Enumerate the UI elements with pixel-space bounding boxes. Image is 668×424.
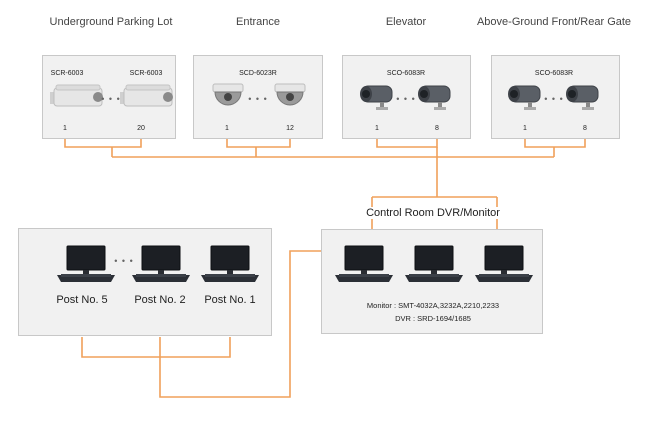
post-label: Post No. 1 — [204, 294, 256, 306]
ellipsis: • • • — [544, 94, 564, 104]
camera-number-first: 1 — [375, 125, 379, 132]
header-entrance: Entrance — [235, 16, 281, 28]
wire-bracket-entrance — [226, 139, 291, 148]
box-camera-icon — [120, 84, 173, 107]
bullet-camera-icon — [566, 85, 599, 110]
monitor-dvr-icon — [405, 245, 463, 282]
camera-number-first: 1 — [225, 125, 229, 132]
monitor-dvr-icon — [57, 245, 115, 282]
camera-number-last: 20 — [137, 125, 145, 132]
monitor-dvr-icon — [335, 245, 393, 282]
camera-number-last: 8 — [583, 125, 587, 132]
header-parking: Underground Parking Lot — [49, 16, 173, 28]
wire-bracket-elevator — [376, 139, 438, 148]
dvr-spec: DVR : SRD-1694/1685 — [395, 314, 471, 323]
model-label: SCD-6023R — [239, 70, 277, 77]
ellipsis: • • • — [396, 94, 416, 104]
bullet-camera-icon — [508, 85, 541, 110]
bullet-camera-icon — [360, 85, 393, 110]
ellipsis: • • • — [101, 94, 121, 104]
dome-camera-icon — [212, 83, 244, 106]
ellipsis: • • • — [248, 94, 268, 104]
monitor-spec: Monitor : SMT-4032A,3232A,2210,2233 — [366, 301, 500, 310]
wire-bracket-posts — [81, 337, 231, 358]
post-label: Post No. 5 — [56, 294, 108, 306]
camera-number-first: 1 — [63, 125, 67, 132]
model-label: SCO-6083R — [386, 70, 426, 77]
wire-bracket-gate — [524, 139, 586, 148]
bullet-camera-icon — [418, 85, 451, 110]
monitor-dvr-icon — [132, 245, 190, 282]
camera-number-last: 8 — [435, 125, 439, 132]
monitor-dvr-icon — [475, 245, 533, 282]
post-label: Post No. 2 — [134, 294, 186, 306]
ellipsis: • • • — [114, 256, 134, 266]
control-room-title: Control Room DVR/Monitor — [363, 207, 503, 219]
wire-bracket-parking — [64, 139, 142, 148]
camera-number-first: 1 — [523, 125, 527, 132]
wire-posts-link — [159, 250, 321, 398]
model-label: SCO-6083R — [534, 70, 574, 77]
header-gate: Above-Ground Front/Rear Gate — [476, 16, 632, 28]
model-label: SCR-6003 — [50, 70, 84, 77]
camera-number-last: 12 — [286, 125, 294, 132]
box-camera-icon — [50, 84, 103, 107]
dome-camera-icon — [274, 83, 306, 106]
model-label: SCR-6003 — [129, 70, 163, 77]
monitor-dvr-icon — [201, 245, 259, 282]
header-elevator: Elevator — [385, 16, 427, 28]
